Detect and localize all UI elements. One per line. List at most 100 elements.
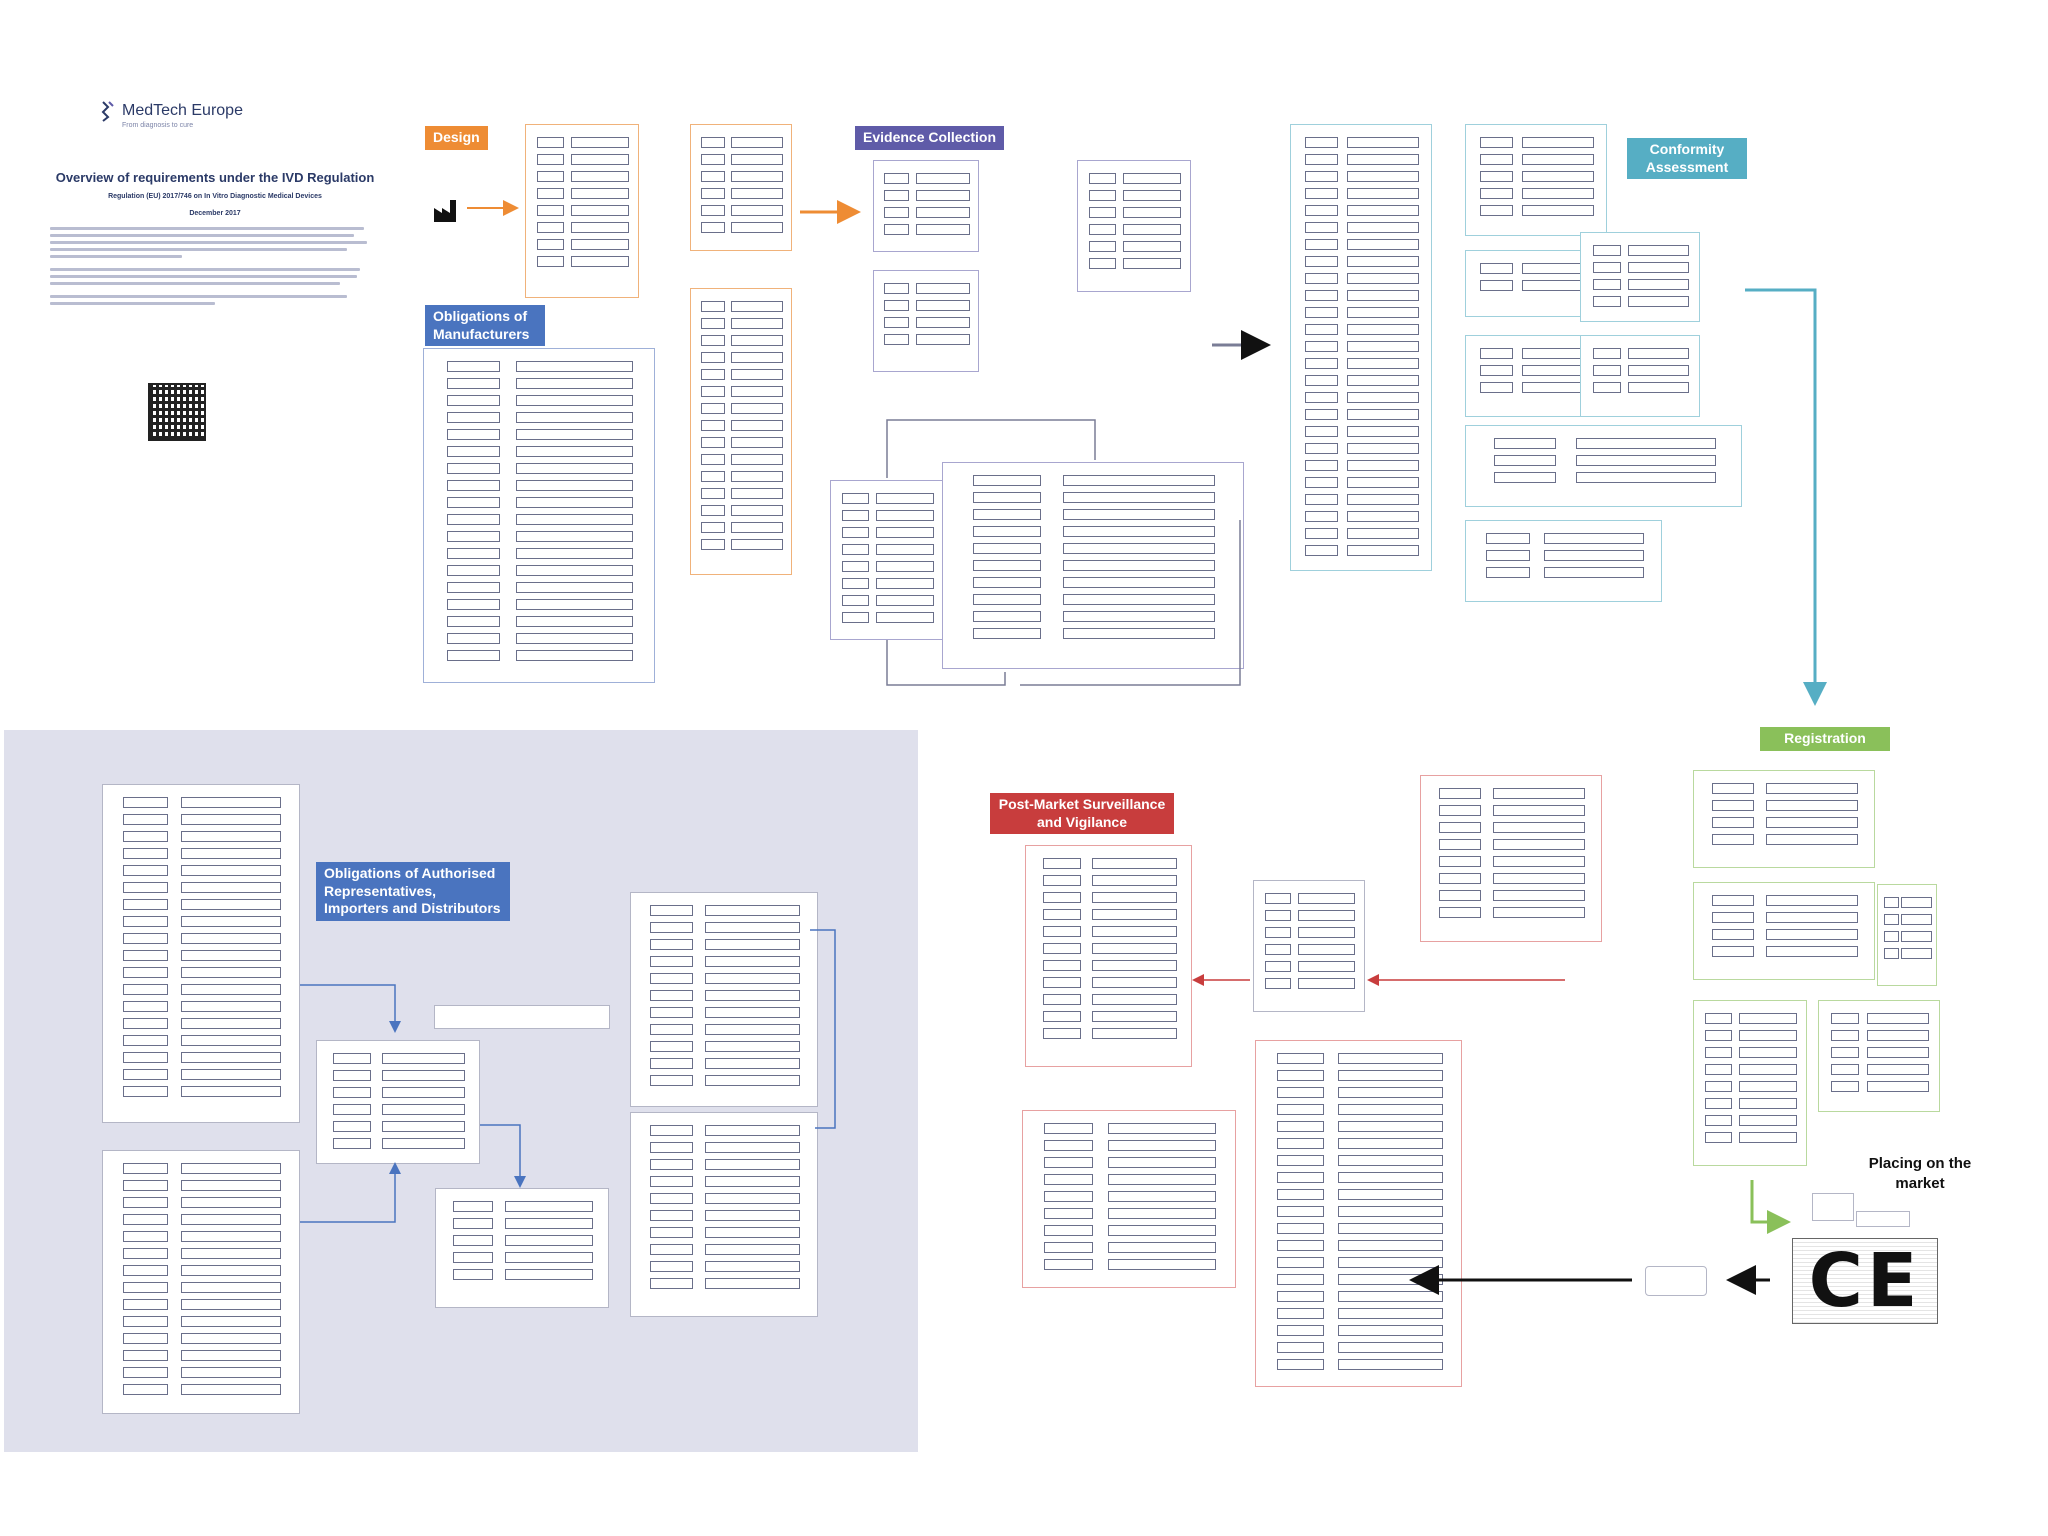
row-ref-box (122, 1248, 168, 1259)
row-desc-box (1107, 1259, 1216, 1270)
row-desc-box (1901, 914, 1933, 925)
row-ref-box (447, 395, 500, 406)
row-ref-box (122, 1052, 168, 1063)
row-ref-box (1493, 438, 1556, 449)
pms-panel-4 (1022, 1110, 1236, 1288)
row-ref-box (122, 950, 168, 961)
row-desc-box (504, 1252, 593, 1263)
row-ref-box (701, 205, 725, 216)
row-ref-box (973, 560, 1041, 571)
row-ref-box (1480, 382, 1513, 393)
row-ref-box (1592, 262, 1621, 273)
row-desc-box (915, 207, 970, 218)
row-desc-box (1766, 817, 1858, 828)
row-desc-box (381, 1087, 465, 1098)
design-panel-2 (690, 124, 792, 251)
row-desc-box (1063, 543, 1215, 554)
row-ref-box (842, 510, 869, 521)
row-desc-box (1092, 909, 1177, 920)
row-desc-box (516, 429, 633, 440)
row-desc-box (516, 650, 633, 661)
row-desc-box (731, 488, 783, 499)
row-desc-box (1347, 494, 1419, 505)
conformity-panel-5 (1465, 425, 1742, 507)
row-desc-box (516, 395, 633, 406)
row-desc-box (1063, 594, 1215, 605)
row-ref-box (453, 1218, 494, 1229)
row-ref-box (842, 493, 869, 504)
row-desc-box (705, 1193, 801, 1204)
row-desc-box (1738, 1064, 1797, 1075)
row-desc-box (1338, 1155, 1443, 1166)
row-ref-box (1305, 154, 1338, 165)
row-desc-box (181, 1018, 282, 1029)
row-ref-box (649, 1125, 693, 1136)
row-ref-box (1305, 494, 1338, 505)
row-ref-box (1712, 929, 1754, 940)
row-desc-box (1576, 438, 1716, 449)
row-ref-box (1592, 382, 1621, 393)
ce-marking: CE (1792, 1238, 1938, 1324)
row-desc-box (731, 369, 783, 380)
row-desc-box (181, 1001, 282, 1012)
row-desc-box (1338, 1121, 1443, 1132)
row-ref-box (1305, 239, 1338, 250)
row-desc-box (181, 1214, 282, 1225)
row-ref-box (973, 475, 1041, 486)
row-desc-box (1522, 137, 1594, 148)
row-ref-box (122, 1384, 168, 1395)
row-ref-box (447, 565, 500, 576)
row-desc-box (1063, 611, 1215, 622)
row-desc-box (731, 335, 783, 346)
row-desc-box (1338, 1308, 1443, 1319)
row-ref-box (1480, 365, 1513, 376)
row-desc-box (1063, 509, 1215, 520)
row-desc-box (1063, 560, 1215, 571)
row-ref-box (1305, 358, 1338, 369)
row-ref-box (1265, 978, 1292, 989)
row-desc-box (1522, 171, 1594, 182)
registration-panel-3 (1693, 1000, 1807, 1166)
row-desc-box (516, 514, 633, 525)
row-ref-box (447, 650, 500, 661)
row-desc-box (181, 1052, 282, 1063)
row-ref-box (122, 1333, 168, 1344)
row-ref-box (649, 1041, 693, 1052)
row-ref-box (1712, 912, 1754, 923)
row-ref-box (122, 814, 168, 825)
row-ref-box (1265, 961, 1292, 972)
row-ref-box (701, 171, 725, 182)
row-desc-box (705, 956, 801, 967)
row-desc-box (1063, 526, 1215, 537)
ar-panel-6 (630, 892, 818, 1107)
row-desc-box (1493, 907, 1585, 918)
row-desc-box (516, 531, 633, 542)
row-ref-box (701, 137, 725, 148)
row-desc-box (181, 1333, 282, 1344)
row-ref-box (1712, 895, 1754, 906)
row-ref-box (122, 848, 168, 859)
placing-on-market: Placing on the market (1868, 1155, 1972, 1192)
row-ref-box (973, 526, 1041, 537)
row-desc-box (181, 797, 282, 808)
row-ref-box (1305, 137, 1338, 148)
row-ref-box (1439, 907, 1481, 918)
row-ref-box (537, 154, 564, 165)
row-ref-box (1089, 241, 1116, 252)
row-ref-box (447, 361, 500, 372)
conformity-assessment-title: Conformity Assessment (1627, 138, 1747, 179)
row-ref-box (447, 412, 500, 423)
row-ref-box (1439, 822, 1481, 833)
manufacturers-panel (423, 348, 655, 683)
row-desc-box (1122, 258, 1181, 269)
evidence-panel-1 (873, 160, 979, 252)
row-ref-box (1089, 190, 1116, 201)
row-ref-box (537, 256, 564, 267)
qr-code[interactable] (148, 383, 206, 441)
row-desc-box (1298, 927, 1355, 938)
row-ref-box (453, 1269, 494, 1280)
row-ref-box (701, 335, 725, 346)
row-desc-box (504, 1269, 593, 1280)
row-desc-box (1347, 324, 1419, 335)
row-ref-box (1305, 341, 1338, 352)
